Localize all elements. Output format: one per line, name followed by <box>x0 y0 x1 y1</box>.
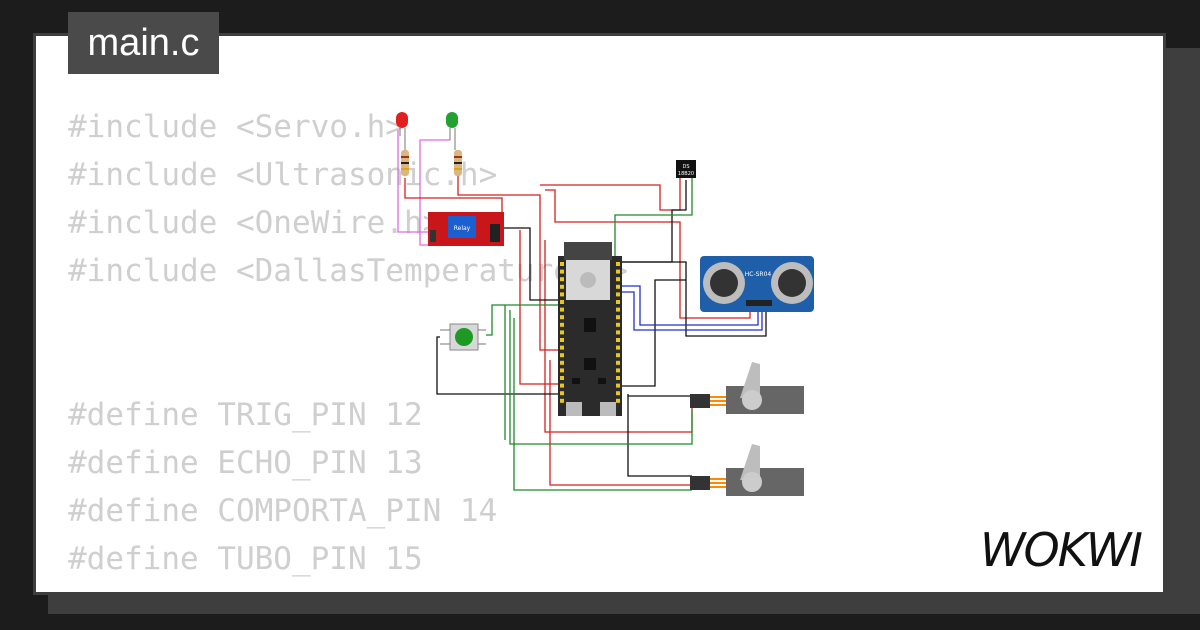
ultrasonic-label: HC-SR04 <box>745 271 772 278</box>
header-pin <box>560 292 564 297</box>
header-pin <box>616 307 620 312</box>
header-pin <box>560 300 564 304</box>
temp-sensor-label: DS <box>682 164 689 170</box>
wire-green <box>614 178 693 262</box>
header-pin <box>616 376 620 380</box>
code-line: #define TEMP_SENSOR_PIN 4 <box>68 583 628 592</box>
wire-red <box>457 176 560 351</box>
header-pin <box>560 269 564 274</box>
wire-green <box>509 310 693 445</box>
header-pin <box>616 338 620 342</box>
wire-black <box>627 394 690 397</box>
header-pin <box>560 398 564 403</box>
header-pin <box>616 345 620 350</box>
header-pin <box>560 360 564 365</box>
header-pin <box>616 292 620 297</box>
relay-module[interactable]: Relay <box>428 212 504 246</box>
header-pin <box>560 368 564 373</box>
header-pin <box>560 383 564 388</box>
header-pin <box>616 284 620 289</box>
header-pin <box>560 345 564 350</box>
wire-black <box>622 180 687 263</box>
file-tab[interactable]: main.c <box>68 12 219 74</box>
header-pin <box>616 269 620 274</box>
red-led[interactable] <box>396 112 408 150</box>
header-pin <box>560 330 564 335</box>
header-pin <box>616 368 620 373</box>
header-pin <box>560 391 564 396</box>
wire-red <box>540 178 681 211</box>
temperature-sensor[interactable]: DS 18B20 <box>676 160 696 178</box>
wire-red <box>545 189 751 319</box>
header-pin <box>616 391 620 396</box>
wire-green <box>486 304 560 336</box>
wokwi-logo-text: WOKWI <box>980 523 1142 577</box>
wire-red <box>519 230 560 385</box>
header-pin <box>560 277 564 282</box>
code-line: #define COMPORTA_PIN 14 <box>68 493 498 529</box>
header-pin <box>560 284 564 289</box>
header-pin <box>616 360 620 365</box>
code-line: #include <Ultrasonic.h> <box>68 157 498 193</box>
header-pin <box>616 383 620 388</box>
ultrasonic-sensor[interactable]: HC-SR04 <box>700 256 814 312</box>
wire-pink <box>419 139 450 246</box>
code-line: #include <Servo.h> <box>68 109 404 145</box>
resistor[interactable] <box>401 150 409 176</box>
header-pin <box>560 262 564 266</box>
servo-motor-1[interactable] <box>690 362 804 414</box>
header-pin <box>560 353 564 358</box>
temp-sensor-model: 18B20 <box>678 171 694 177</box>
header-pin <box>560 338 564 342</box>
header-pin <box>616 315 620 320</box>
wires <box>397 130 767 491</box>
esp32-board[interactable] <box>558 242 622 416</box>
header-pin <box>616 398 620 403</box>
wire-red <box>404 178 503 218</box>
header-pin <box>560 315 564 320</box>
wire-blue <box>622 291 763 331</box>
resistor[interactable] <box>454 150 462 176</box>
wire-green <box>513 318 692 491</box>
wire-blue <box>622 285 759 326</box>
push-button[interactable] <box>440 323 486 351</box>
code-line: #define TRIG_PIN 12 <box>68 397 423 433</box>
header-pin <box>616 300 620 304</box>
header-pin <box>560 307 564 312</box>
wire-black <box>500 227 560 301</box>
wire-red <box>549 360 692 486</box>
wire-pink <box>397 130 430 233</box>
header-pin <box>616 262 620 266</box>
code-line: #define TUBO_PIN 15 <box>68 541 423 577</box>
header-pin <box>560 376 564 380</box>
code-line: #include <OneWire.h> <box>68 205 442 241</box>
relay-label: Relay <box>454 225 471 232</box>
wokwi-logo: WOKWI <box>980 523 1144 577</box>
header-pin <box>616 330 620 335</box>
header-pin <box>560 322 564 327</box>
header-pin <box>616 353 620 358</box>
servo-motor-2[interactable] <box>690 444 804 496</box>
wire-black <box>620 279 686 387</box>
code-line: #define ECHO_PIN 13 <box>68 445 423 481</box>
header-pin <box>616 322 620 327</box>
wire-black <box>622 261 767 337</box>
header-pin <box>616 277 620 282</box>
wire-black <box>436 336 560 395</box>
wire-black <box>627 396 692 477</box>
green-led[interactable] <box>446 112 458 150</box>
